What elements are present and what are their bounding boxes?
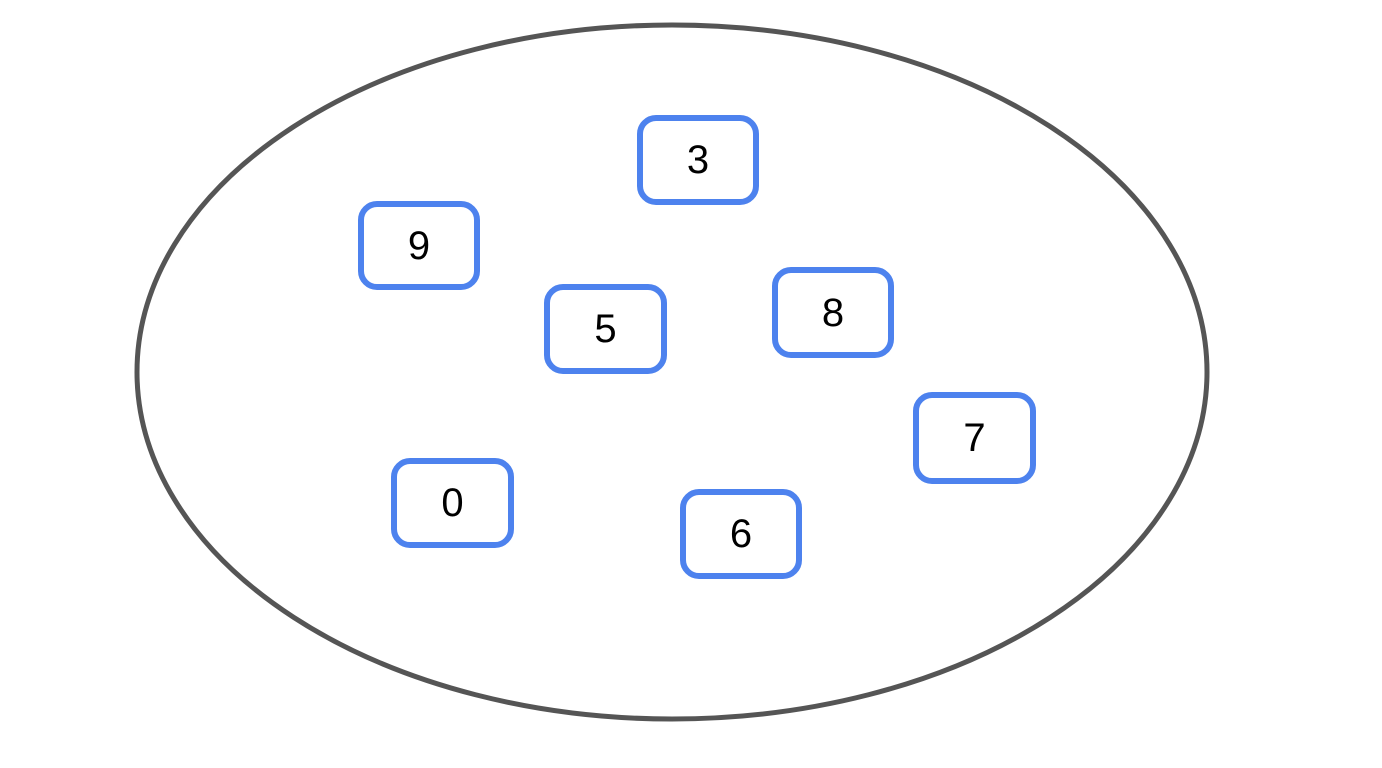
node-label: 9 [407, 223, 431, 268]
node-label: 3 [686, 138, 710, 182]
node-box-5[interactable]: 5 [544, 284, 667, 374]
node-box-0[interactable]: 0 [391, 458, 514, 548]
node-label: 6 [729, 512, 753, 556]
node-box-6[interactable]: 6 [680, 489, 802, 579]
node-label: 8 [821, 290, 845, 335]
node-box-9[interactable]: 9 [358, 201, 480, 290]
node-box-7[interactable]: 7 [913, 392, 1036, 484]
node-box-3[interactable]: 3 [637, 115, 759, 205]
node-box-8[interactable]: 8 [772, 267, 894, 358]
node-label: 0 [441, 481, 464, 525]
node-label: 5 [594, 307, 617, 351]
node-label: 7 [963, 416, 986, 460]
